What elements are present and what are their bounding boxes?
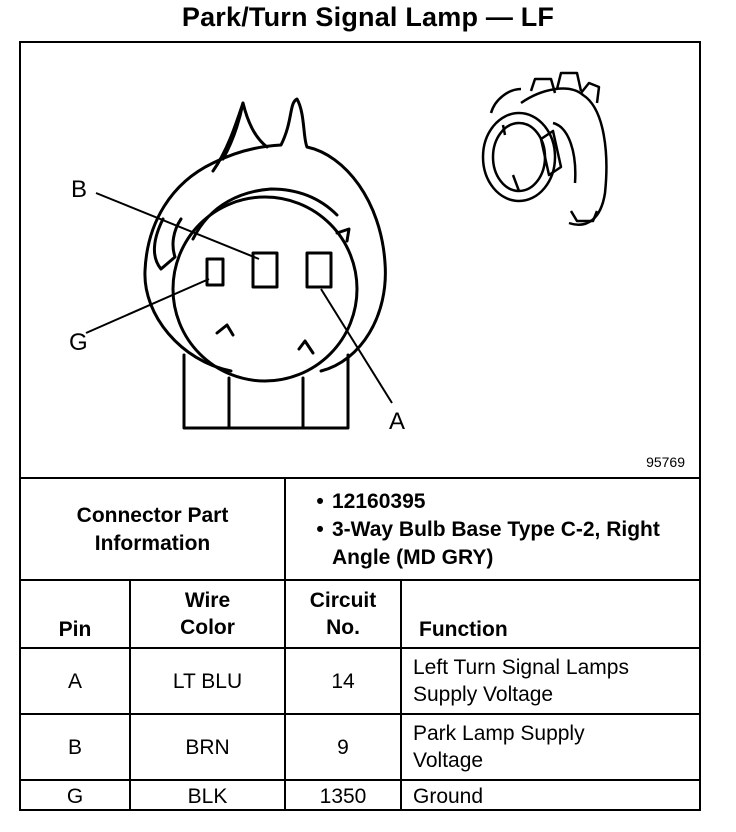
terminal-g <box>205 257 225 287</box>
divider <box>21 779 699 781</box>
divider <box>21 713 699 715</box>
column-header-function: Function <box>419 618 508 641</box>
table-cell-circuit: 14 <box>331 669 355 693</box>
connector-perspective-view <box>481 71 608 226</box>
table-cell-pin: G <box>66 784 84 808</box>
connector-frame: B G A 95769 Connector Part Information •… <box>19 41 701 811</box>
table-cell-wire-color: BRN <box>185 735 230 759</box>
divider <box>21 579 699 581</box>
table-cell-function: Park Lamp Supply Voltage <box>413 722 585 772</box>
divider <box>284 477 286 581</box>
terminal-a <box>305 251 333 289</box>
table-cell-function: Ground <box>413 784 484 808</box>
terminal-b <box>251 251 279 289</box>
connector-inner-ring <box>171 195 359 383</box>
table-cell-pin: A <box>67 669 82 693</box>
connector-info-bullet: •12160395 <box>316 490 426 513</box>
pin-callout-b: B <box>71 176 87 203</box>
leader-line-g <box>85 278 210 334</box>
connector-info-bullets: •12160395 •3-Way Bulb Base Type C-2, Rig… <box>286 479 699 581</box>
divider <box>400 581 402 811</box>
page-title: Park/Turn Signal Lamp — LF <box>181 2 555 32</box>
leader-line-a <box>320 288 393 404</box>
column-header-pin: Pin <box>58 618 92 641</box>
table-cell-pin: B <box>67 735 82 759</box>
table-cell-function: Left Turn Signal Lamps Supply Voltage <box>413 656 629 706</box>
connector-info-label: Connector Part Information <box>76 504 229 555</box>
pin-callout-g: G <box>69 329 88 356</box>
table-cell-circuit: 9 <box>337 735 349 759</box>
pin-callout-a: A <box>389 408 405 435</box>
divider <box>129 581 131 811</box>
column-header-wire-color: Wire Color <box>180 589 235 639</box>
table-cell-wire-color: LT BLU <box>172 669 243 693</box>
column-header-circuit: Circuit No. <box>309 589 377 639</box>
leader-line-b <box>95 192 260 260</box>
divider <box>284 581 286 811</box>
connector-diagram: B G A <box>69 71 608 435</box>
divider <box>21 647 699 649</box>
figure-number: 95769 <box>646 454 685 470</box>
table-cell-wire-color: BLK <box>187 784 228 808</box>
table-cell-circuit: 1350 <box>319 784 367 808</box>
connector-housing-base <box>182 353 350 430</box>
connector-outer-shell <box>143 97 387 373</box>
divider <box>21 477 699 479</box>
connector-info-bullet: •3-Way Bulb Base Type C-2, Right Angle (… <box>316 518 660 569</box>
